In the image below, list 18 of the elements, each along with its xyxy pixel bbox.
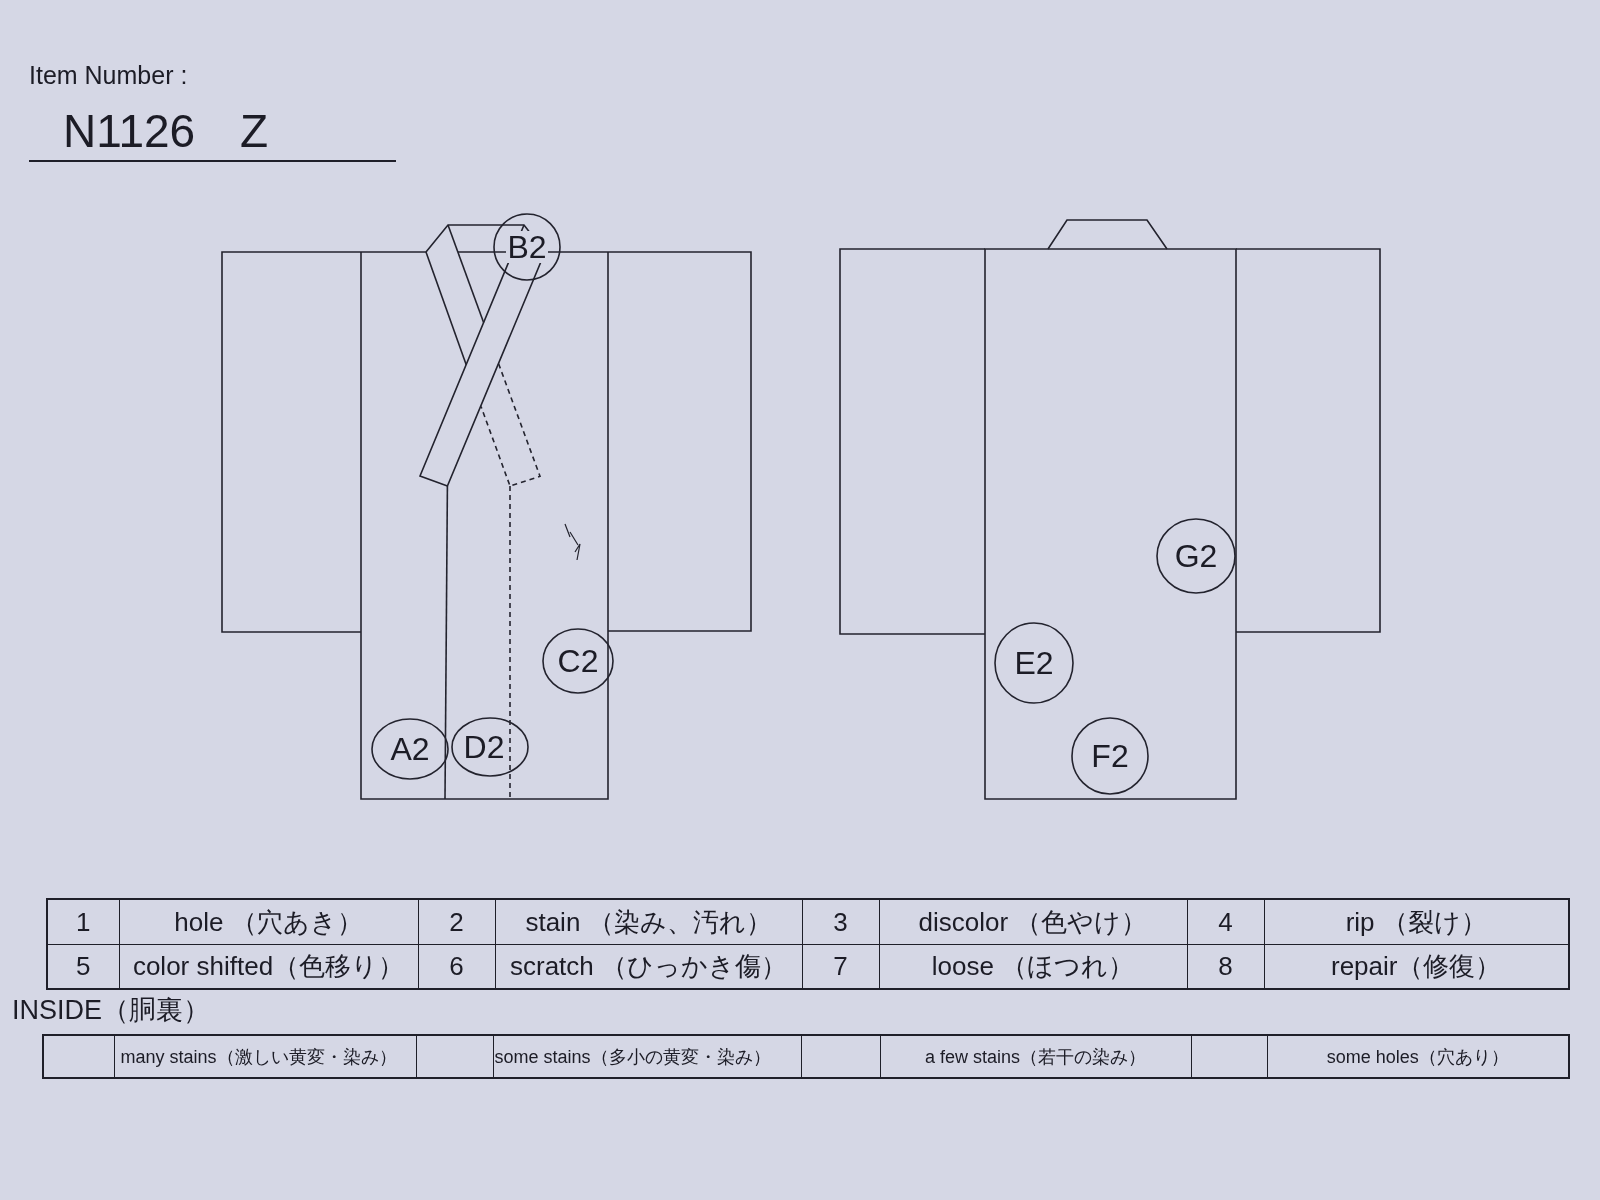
circled-mark: D2 [451, 717, 529, 777]
circled-mark: B2 [493, 213, 561, 281]
defect-code: 3 [802, 899, 879, 944]
circled-mark: G2 [1156, 518, 1236, 594]
circled-mark: E2 [994, 622, 1074, 704]
section-heading: INSIDE（胴裏） [12, 997, 211, 1024]
circled-mark: F2 [1071, 717, 1149, 795]
defect-description: discolor （色やけ） [879, 899, 1187, 944]
field-label: Item Number : [29, 63, 188, 88]
defect-code: 1 [47, 899, 119, 944]
item-number-field: N1126 Z [29, 108, 396, 162]
lining-condition: some stains（多小の黄変・染み） [493, 1035, 801, 1078]
circled-mark: C2 [542, 628, 614, 694]
defect-code: 4 [1187, 899, 1264, 944]
defect-description: stain （染み、汚れ） [495, 899, 802, 944]
defect-description: hole （穴あき） [119, 899, 418, 944]
defect-code: 2 [418, 899, 495, 944]
circled-mark: A2 [371, 718, 449, 780]
